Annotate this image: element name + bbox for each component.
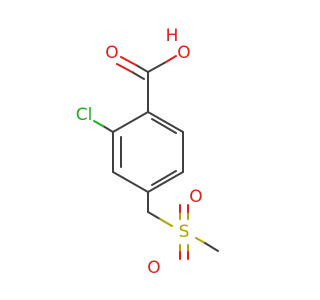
atom-labels: H O O Cl S O O: [76, 26, 203, 278]
ring-bond-c4-c5: [147, 171, 184, 193]
ring-bond-c1-c2: [112, 111, 149, 133]
bond-c2-cl-green: [93, 120, 104, 127]
atom-oxygen-hydroxyl: O: [177, 43, 190, 63]
atom-oxygen-sulfonyl-bottom: O: [147, 258, 160, 278]
bonds: [93, 55, 219, 260]
ring-bond-c3-c4: [112, 171, 149, 193]
ring-bond-c6-c1: [147, 111, 184, 133]
bond-s-ch3: [204, 242, 219, 252]
bond-ch2-s: [147, 211, 161, 220]
bond-carboxyl-double-2-red: [116, 63, 133, 73]
bond-carboxyl-oh-red: [165, 55, 177, 63]
bond-carboxyl-double-1: [135, 64, 149, 73]
bond-c2-cl: [102, 125, 114, 133]
atom-hydrogen-hydroxyl: H: [166, 26, 179, 46]
bond-carboxyl-double-2: [131, 71, 145, 80]
atom-oxygen-sulfonyl-top: O: [189, 187, 202, 207]
bond-ch2-s-yellow: [159, 218, 173, 227]
ring-double-bond-inner-3: [151, 118, 177, 134]
bond-carboxyl-c-oh: [147, 61, 167, 73]
chemical-structure-diagram: H O O Cl S O O: [76, 26, 219, 278]
ring-double-bond-inner-2: [151, 170, 177, 186]
atom-oxygen-carbonyl: O: [105, 43, 118, 63]
bond-s-ch3-yellow: [195, 237, 206, 244]
bond-carboxyl-double-1-red: [120, 56, 137, 66]
atom-sulfur: S: [179, 222, 190, 242]
atom-chlorine: Cl: [76, 105, 93, 125]
